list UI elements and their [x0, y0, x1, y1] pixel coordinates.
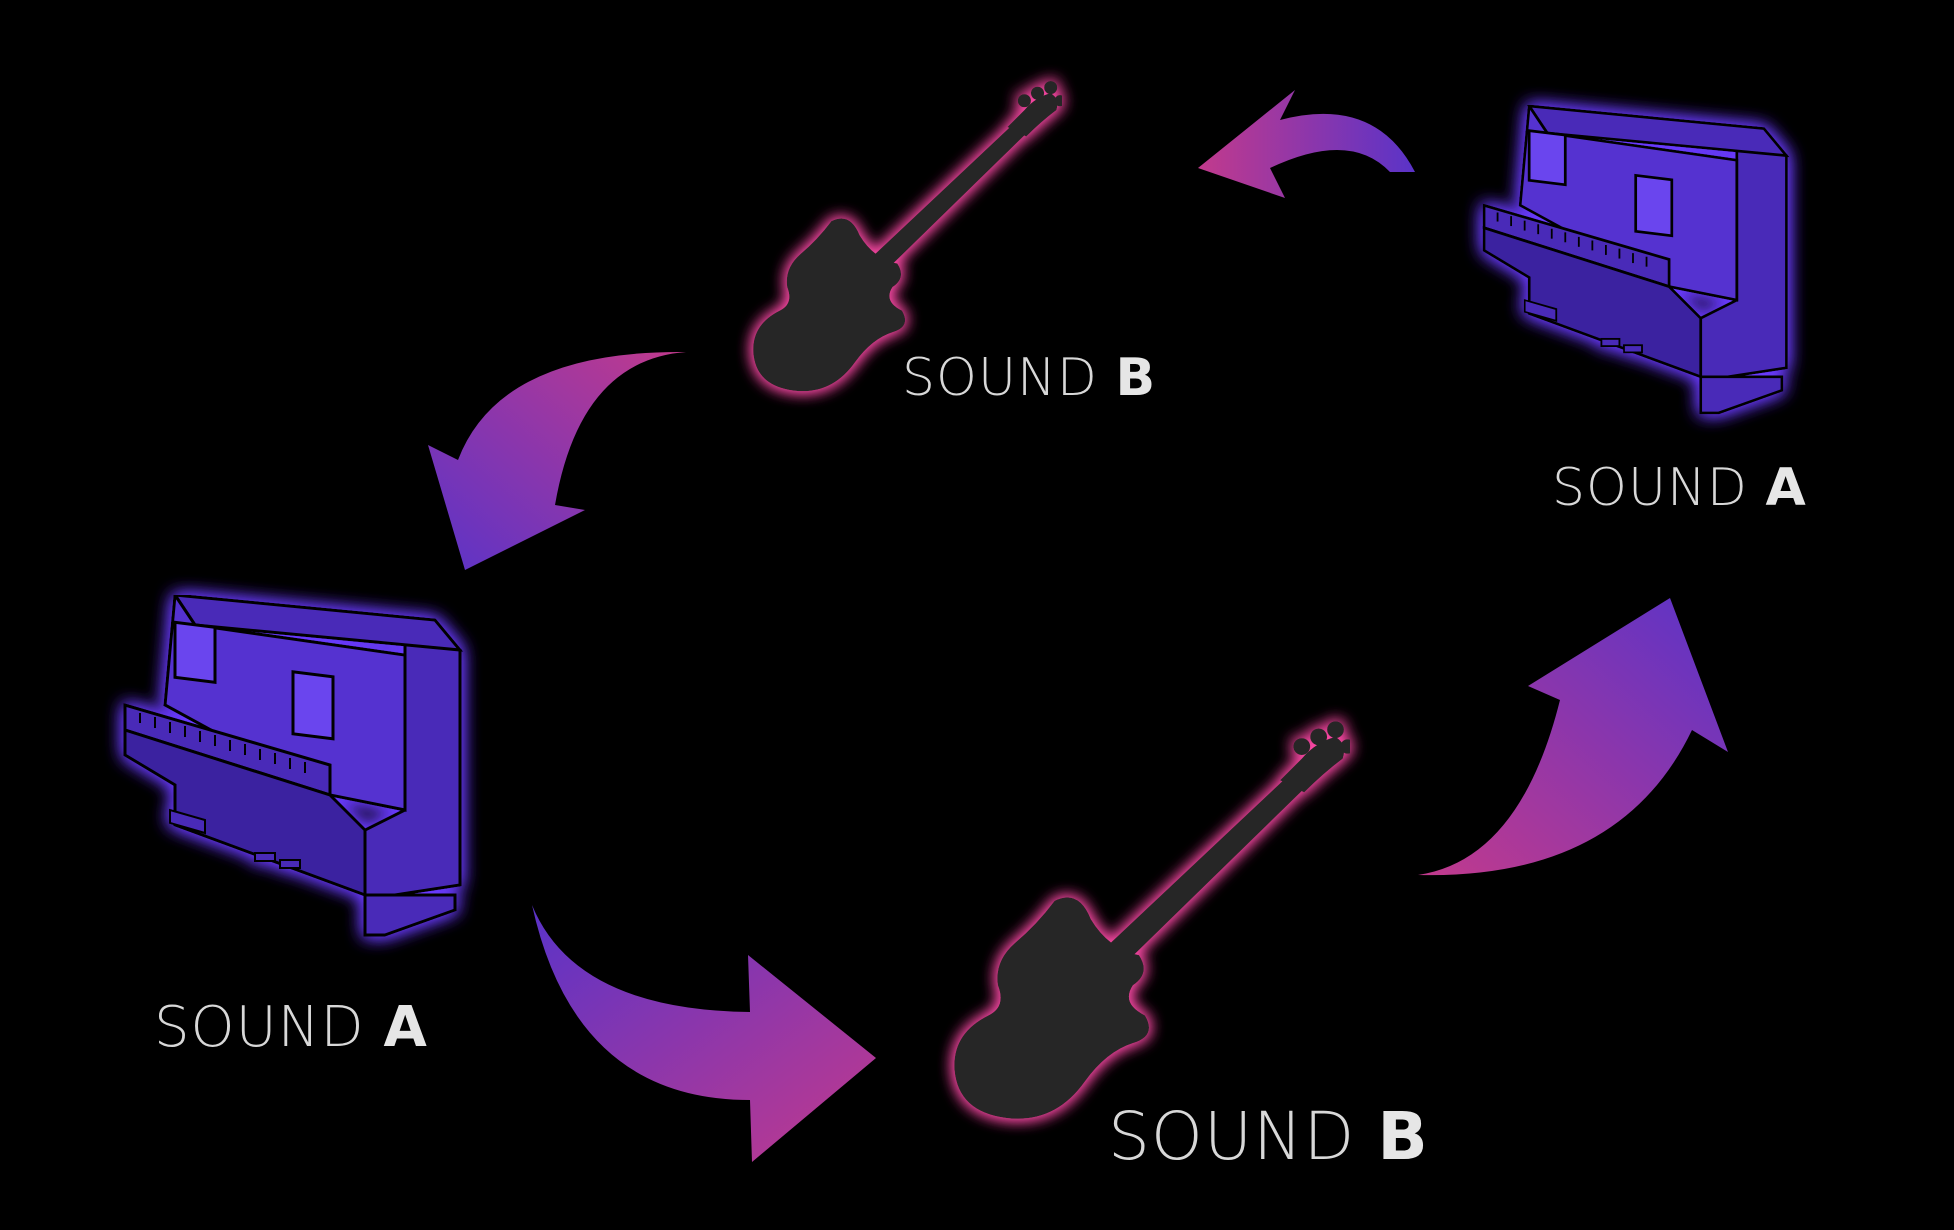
- label-letter: A: [383, 995, 428, 1060]
- label-word: SOUND: [1552, 458, 1748, 518]
- piano-right-label: SOUND A: [1552, 458, 1807, 518]
- curved-arrow-icon: [532, 905, 876, 1162]
- label-letter: B: [1115, 348, 1157, 408]
- guitar-top-label: SOUND B: [902, 348, 1156, 408]
- label-word: SOUND: [154, 995, 365, 1060]
- label-word: SOUND: [902, 348, 1098, 408]
- piano-left-icon: [123, 595, 462, 937]
- label-letter: B: [1377, 1098, 1429, 1175]
- piano-left-label: SOUND A: [154, 995, 428, 1060]
- guitar-bottom-icon: [954, 721, 1350, 1119]
- label-word: SOUND: [1108, 1098, 1356, 1175]
- label-letter: A: [1765, 458, 1807, 518]
- guitar-top-icon: [753, 80, 1062, 392]
- curved-arrow-icon: [1198, 90, 1415, 198]
- piano-right-icon: [1482, 105, 1788, 415]
- curved-arrow-icon: [1418, 598, 1728, 876]
- guitar-bottom-label: SOUND B: [1108, 1098, 1429, 1175]
- curved-arrow-icon: [428, 351, 686, 570]
